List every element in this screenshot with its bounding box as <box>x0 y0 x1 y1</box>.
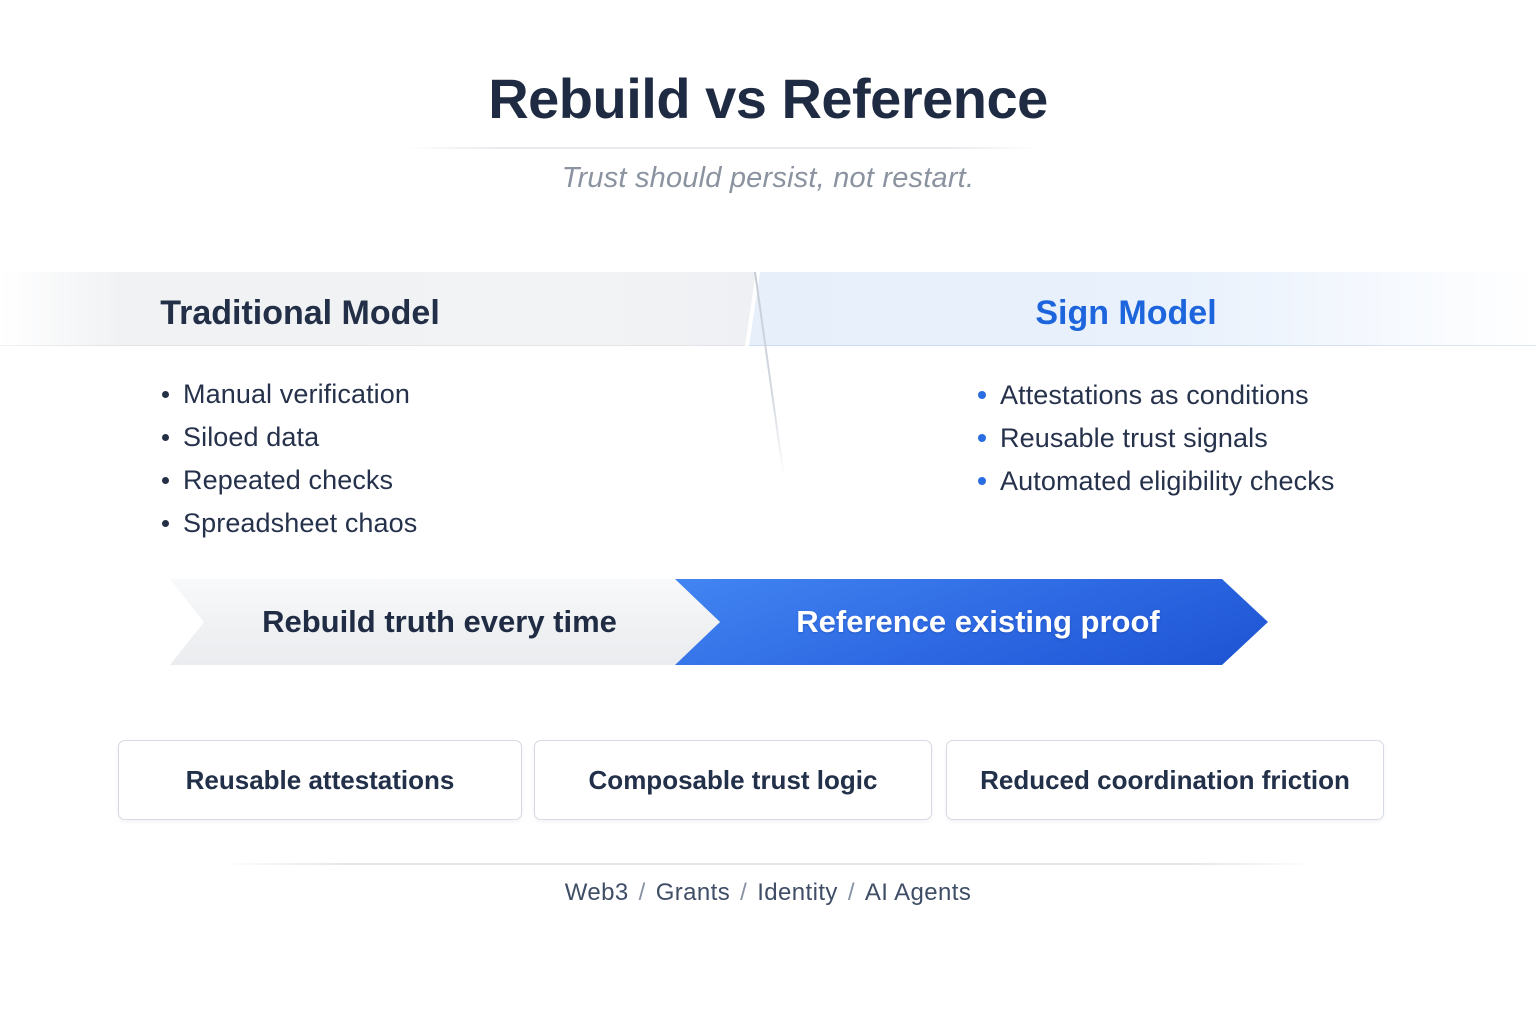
list-item-label: Reusable trust signals <box>1000 422 1268 453</box>
bullet-icon <box>162 476 169 484</box>
footer-separator: / <box>740 879 748 906</box>
sign-column-title: Sign Model <box>1035 294 1217 332</box>
list-item-label: Spreadsheet chaos <box>183 507 418 538</box>
benefit-card-composable-trust-logic: Composable trust logic <box>534 740 932 820</box>
bullet-icon <box>978 391 986 399</box>
flow-arrow-before-segment: Rebuild truth every time <box>170 579 720 665</box>
list-item: Manual verification <box>162 378 417 409</box>
flow-arrow-after-segment: Reference existing proof <box>672 579 1268 665</box>
bullet-icon <box>162 390 169 398</box>
list-item-label: Attestations as conditions <box>1000 379 1309 410</box>
footer-tag: AI Agents <box>864 879 972 906</box>
footer-divider <box>220 863 1316 865</box>
page-title: Rebuild vs Reference <box>488 67 1048 130</box>
list-item-label: Repeated checks <box>183 464 394 495</box>
flow-before-label: Rebuild truth every time <box>262 604 617 639</box>
list-item: Reusable trust signals <box>978 422 1334 453</box>
benefit-card-label: Reduced coordination friction <box>980 764 1350 795</box>
benefit-card-reusable-attestations: Reusable attestations <box>118 740 522 820</box>
bullet-icon <box>978 477 986 485</box>
bullet-icon <box>978 434 986 442</box>
footer-separator: / <box>638 879 646 906</box>
footer-tag: Web3 <box>564 879 629 906</box>
sign-bullet-list: Attestations as conditions Reusable trus… <box>978 379 1335 510</box>
traditional-column-title: Traditional Model <box>160 294 440 332</box>
list-item: Spreadsheet chaos <box>162 507 418 538</box>
list-item: Automated eligibility checks <box>978 465 1335 496</box>
list-item-label: Manual verification <box>183 378 411 409</box>
footer-tag: Grants <box>655 879 731 906</box>
footer-tags: Web3 / Grants / Identity / AI Agents <box>0 879 1536 907</box>
title-divider <box>405 147 1040 149</box>
bullet-icon <box>162 519 169 527</box>
traditional-bullet-list: Manual verification Siloed data Repeated… <box>162 378 418 552</box>
list-item: Attestations as conditions <box>978 379 1334 410</box>
sign-header-band <box>749 272 1536 346</box>
footer-tag: Identity <box>757 879 838 906</box>
list-item-label: Automated eligibility checks <box>1000 465 1335 496</box>
benefit-card-label: Composable trust logic <box>588 764 878 795</box>
benefit-card-reduced-coordination-friction: Reduced coordination friction <box>946 740 1384 820</box>
page-subtitle: Trust should persist, not restart. <box>561 162 975 194</box>
footer-separator: / <box>847 879 855 906</box>
benefit-card-label: Reusable attestations <box>185 764 455 795</box>
flow-after-label: Reference existing proof <box>796 604 1160 639</box>
list-item: Siloed data <box>162 421 417 452</box>
bullet-icon <box>162 433 169 441</box>
list-item: Repeated checks <box>162 464 417 495</box>
traditional-header-band <box>0 272 756 346</box>
list-item-label: Siloed data <box>183 421 320 452</box>
